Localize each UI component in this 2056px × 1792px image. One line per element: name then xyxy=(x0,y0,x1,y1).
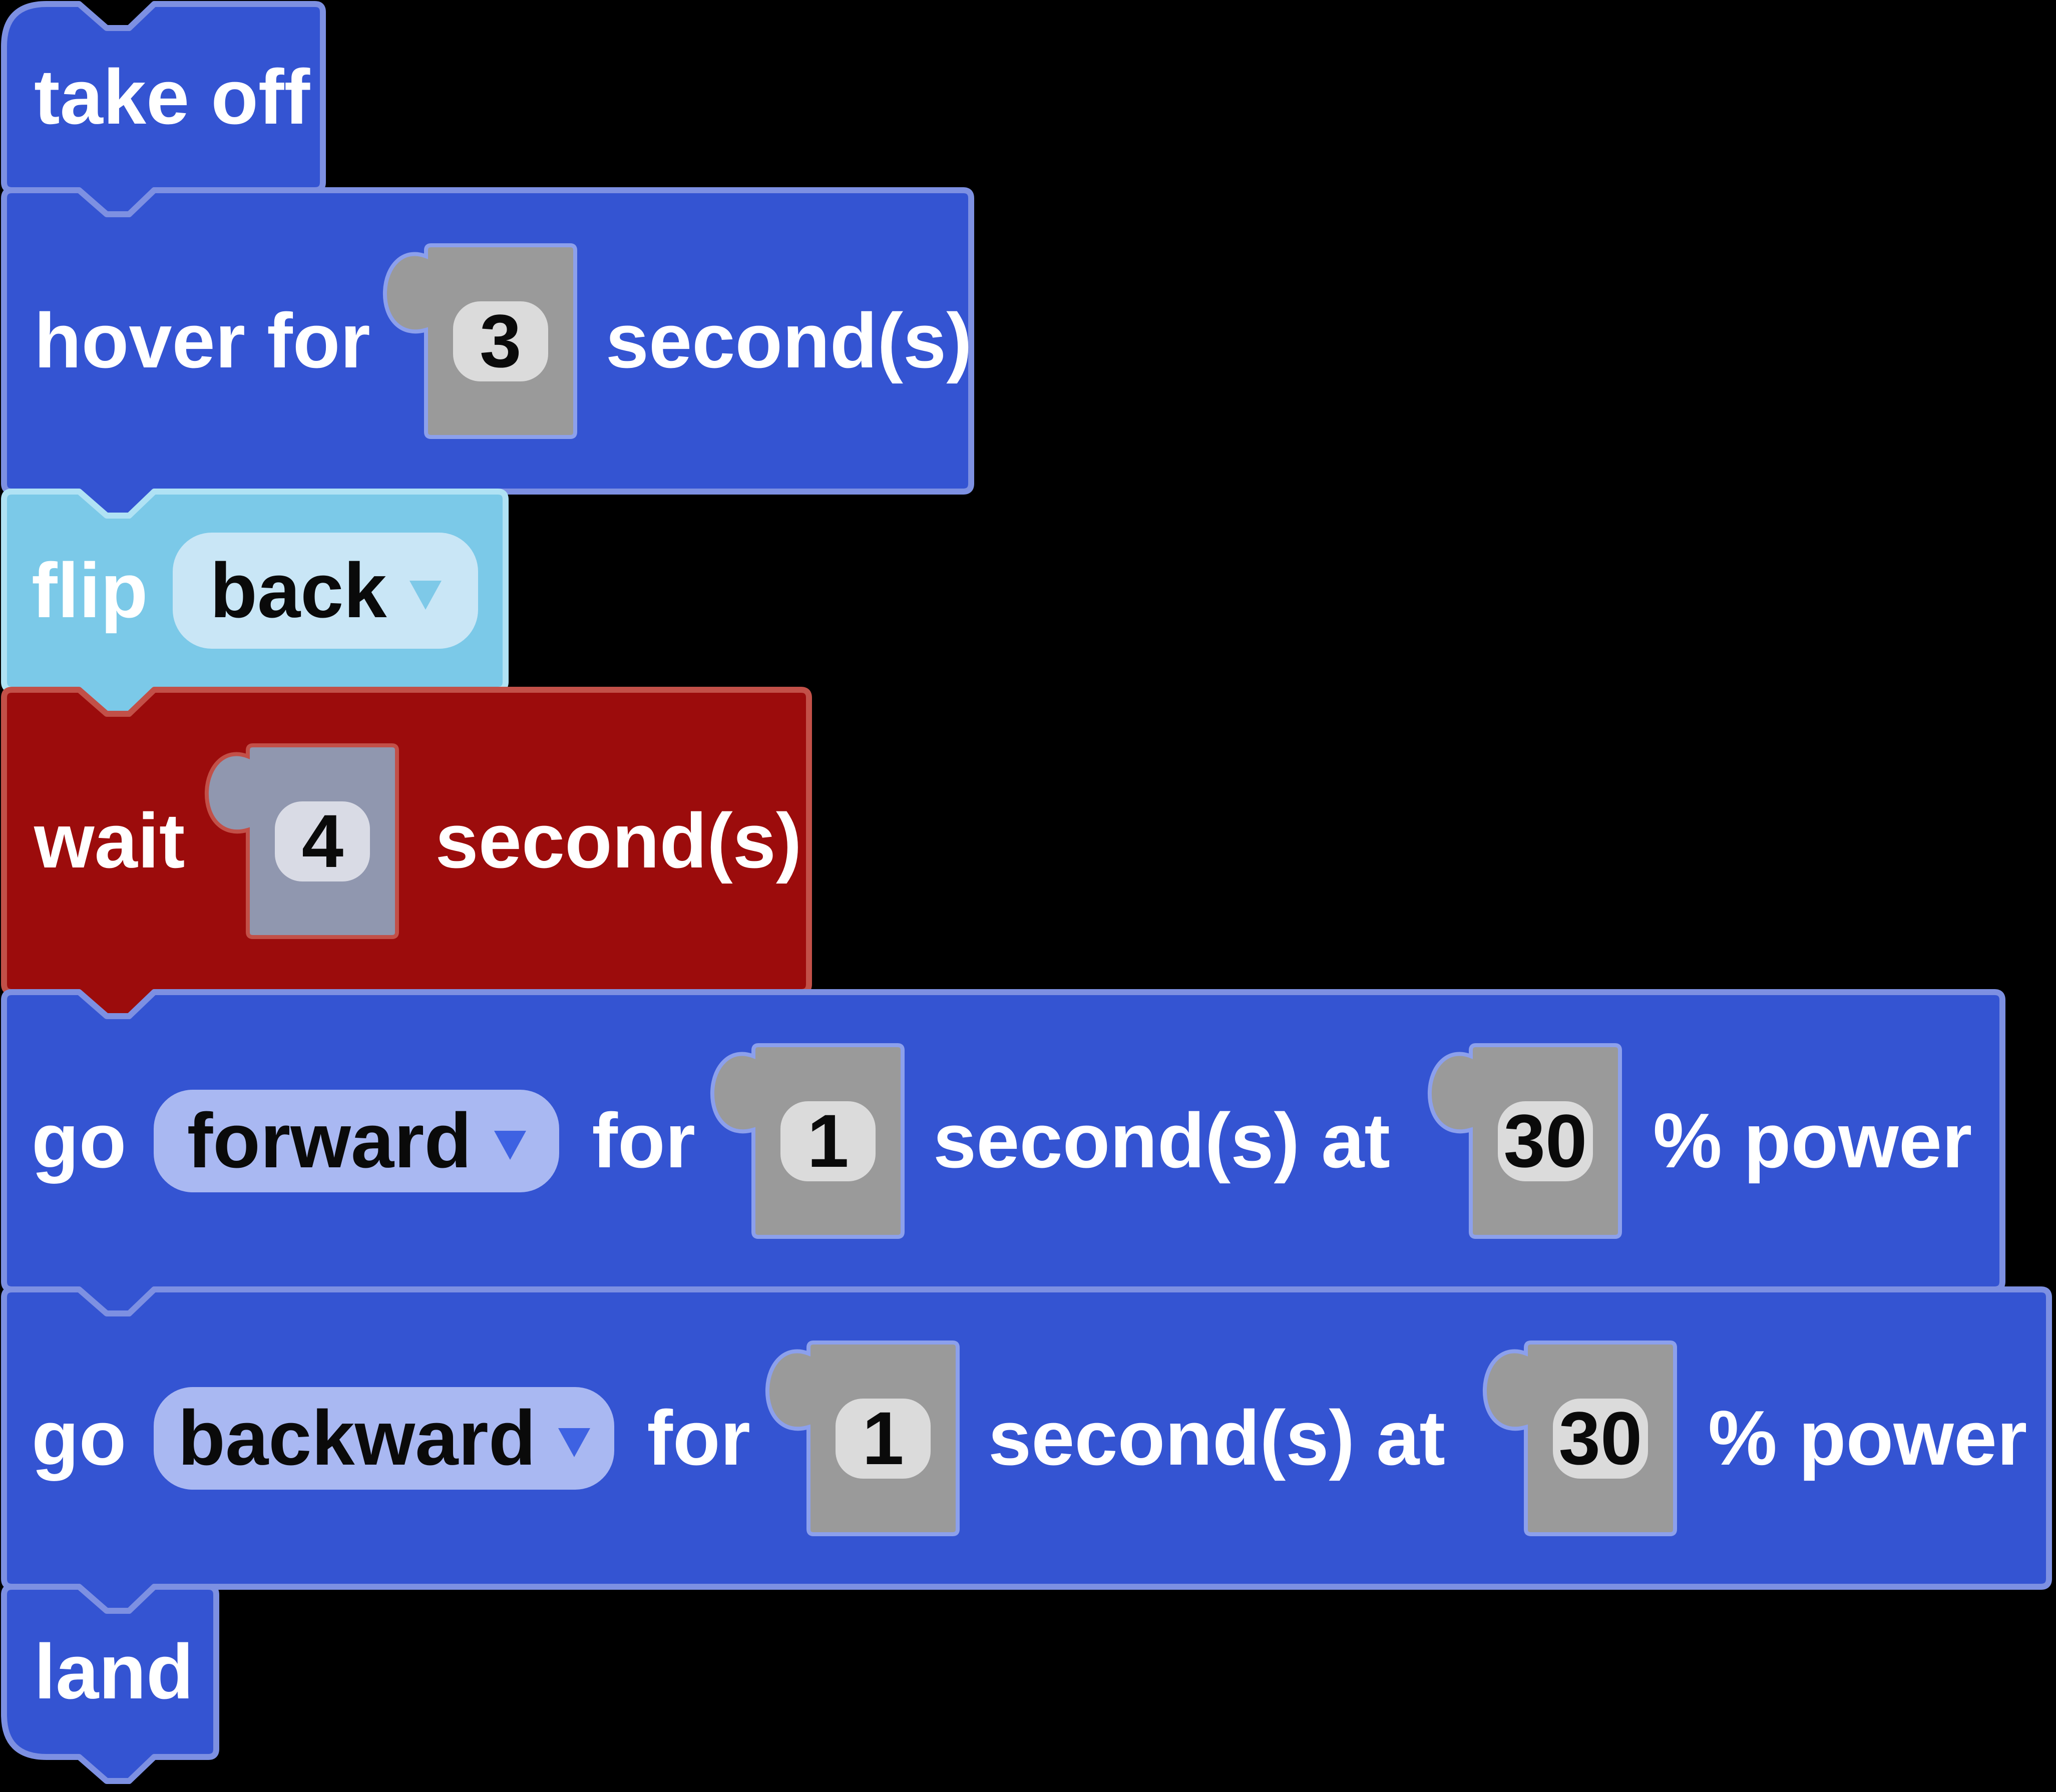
block-take-off[interactable]: take off xyxy=(4,4,323,190)
block-go-backward[interactable]: go backward for 1 second(s) at 30 % powe… xyxy=(4,1289,2049,1587)
chevron-down-icon xyxy=(494,1131,527,1160)
go-forward-power-input[interactable]: 30 xyxy=(1427,1042,1623,1240)
hover-seconds-value[interactable]: 3 xyxy=(453,299,548,383)
hover-seconds-input[interactable]: 3 xyxy=(382,242,578,440)
go-forward-direction-value: forward xyxy=(187,1097,472,1184)
wait-label-prefix: wait xyxy=(34,797,185,884)
block-land[interactable]: land xyxy=(4,1587,216,1757)
flip-direction-value: back xyxy=(210,547,387,634)
chevron-down-icon xyxy=(409,581,442,610)
block-flip[interactable]: flip back xyxy=(4,492,506,690)
go-backward-power-label: % power xyxy=(1708,1395,2027,1481)
go-backward-duration-value[interactable]: 1 xyxy=(836,1396,931,1480)
go-forward-duration-input[interactable]: 1 xyxy=(710,1042,906,1240)
flip-label: flip xyxy=(32,547,148,634)
hover-label-suffix: second(s) xyxy=(605,297,972,384)
wait-seconds-value[interactable]: 4 xyxy=(275,799,370,883)
go-forward-verb: go xyxy=(32,1097,127,1184)
land-label: land xyxy=(34,1628,194,1715)
go-forward-for-label: for xyxy=(592,1097,695,1184)
go-backward-duration-input[interactable]: 1 xyxy=(765,1339,961,1537)
go-forward-at-label: second(s) at xyxy=(933,1097,1390,1184)
go-backward-direction-dropdown[interactable]: backward xyxy=(154,1387,615,1490)
go-backward-verb: go xyxy=(32,1395,127,1481)
go-backward-at-label: second(s) at xyxy=(988,1395,1445,1481)
wait-label-suffix: second(s) xyxy=(435,797,802,884)
hover-label-prefix: hover for xyxy=(34,297,370,384)
chevron-down-icon xyxy=(558,1428,591,1457)
block-go-forward[interactable]: go forward for 1 second(s) at 30 % power xyxy=(4,992,2002,1289)
go-forward-power-value[interactable]: 30 xyxy=(1497,1099,1593,1183)
go-backward-direction-value: backward xyxy=(178,1395,536,1481)
go-backward-power-value[interactable]: 30 xyxy=(1552,1396,1648,1480)
wait-seconds-input[interactable]: 4 xyxy=(205,742,400,940)
block-hover[interactable]: hover for 3 second(s) xyxy=(4,190,972,492)
flip-direction-dropdown[interactable]: back xyxy=(173,533,479,649)
take-off-label: take off xyxy=(34,54,310,140)
go-backward-power-input[interactable]: 30 xyxy=(1482,1339,1678,1537)
go-backward-for-label: for xyxy=(647,1395,750,1481)
go-forward-direction-dropdown[interactable]: forward xyxy=(154,1089,560,1192)
go-forward-power-label: % power xyxy=(1653,1097,1972,1184)
block-wait[interactable]: wait 4 second(s) xyxy=(4,690,809,992)
go-forward-duration-value[interactable]: 1 xyxy=(780,1099,876,1183)
